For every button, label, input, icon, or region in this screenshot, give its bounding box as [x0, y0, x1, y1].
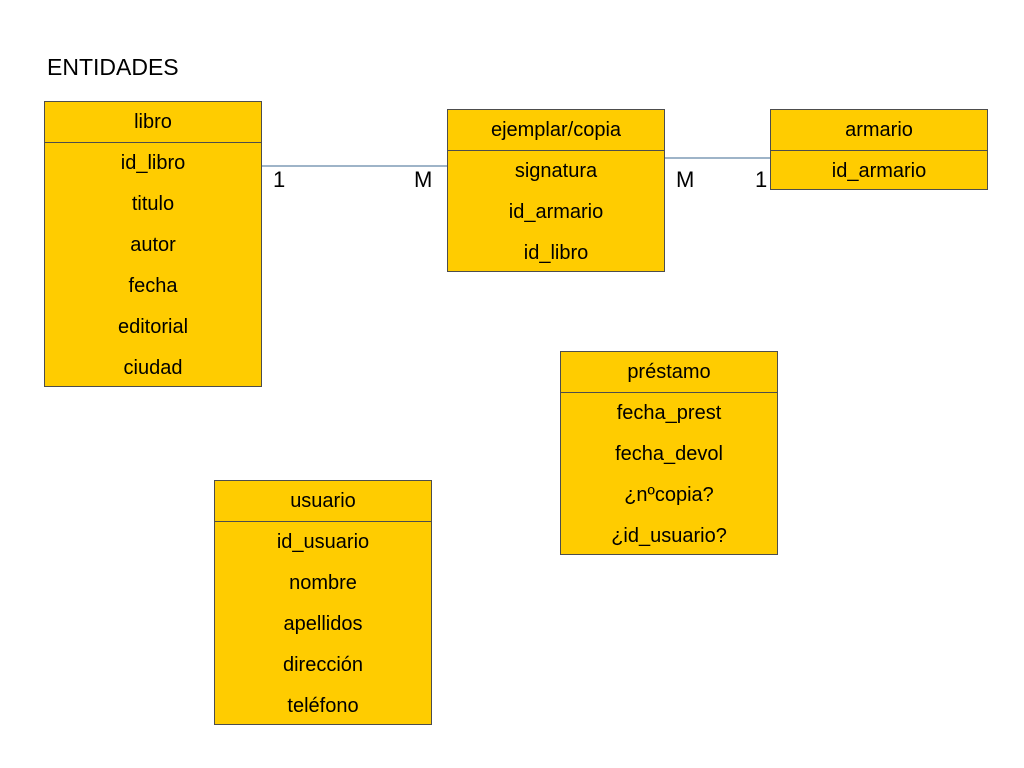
entity-usuario-attribute: nombre	[289, 572, 357, 594]
entity-libro-attribute: titulo	[131, 193, 175, 215]
entity-usuario: usuario id_usuario nombre apellidos dire…	[214, 480, 432, 725]
page-title: ENTIDADES	[47, 54, 179, 80]
entity-armario: armario id_armario	[770, 109, 988, 190]
entity-usuario-attribute: dirección	[282, 654, 364, 676]
entity-ejemplar-attribute: id_libro	[523, 242, 589, 264]
entity-libro-attribute: ciudad	[123, 357, 183, 379]
entity-libro: libro id_libro titulo autor fecha editor…	[44, 101, 262, 387]
entity-libro-attribute: id_libro	[120, 152, 186, 174]
entity-prestamo-name: préstamo	[561, 352, 777, 393]
entity-armario-attribute: id_armario	[831, 160, 927, 182]
cardinality-libro-side: 1	[273, 167, 286, 192]
cardinality-armario-side: 1	[755, 167, 768, 192]
entity-ejemplar-attribute: id_armario	[508, 201, 604, 223]
entity-usuario-attribute: teléfono	[287, 695, 359, 717]
entity-prestamo-attribute: fecha_prest	[616, 402, 722, 424]
entity-armario-name: armario	[771, 110, 987, 151]
entity-ejemplar: ejemplar/copia signatura id_armario id_l…	[447, 109, 665, 272]
entity-prestamo-attribute: ¿nºcopia?	[624, 484, 714, 506]
entity-libro-name: libro	[45, 102, 261, 143]
entity-usuario-attribute: apellidos	[283, 613, 363, 635]
entity-usuario-attribute: id_usuario	[276, 531, 370, 553]
entity-prestamo: préstamo fecha_prest fecha_devol ¿nºcopi…	[560, 351, 778, 555]
entity-prestamo-attribute: fecha_devol	[615, 443, 723, 465]
entity-libro-attribute: editorial	[117, 316, 189, 338]
entity-usuario-name: usuario	[215, 481, 431, 522]
entity-prestamo-attribute: ¿id_usuario?	[611, 525, 727, 547]
entity-libro-attribute: autor	[130, 234, 176, 256]
entity-ejemplar-attribute: signatura	[514, 160, 598, 182]
cardinality-ejemplar-side-left: M	[414, 167, 433, 192]
entity-ejemplar-name: ejemplar/copia	[448, 110, 664, 151]
cardinality-ejemplar-side-right: M	[676, 167, 695, 192]
entity-libro-attribute: fecha	[128, 275, 178, 297]
